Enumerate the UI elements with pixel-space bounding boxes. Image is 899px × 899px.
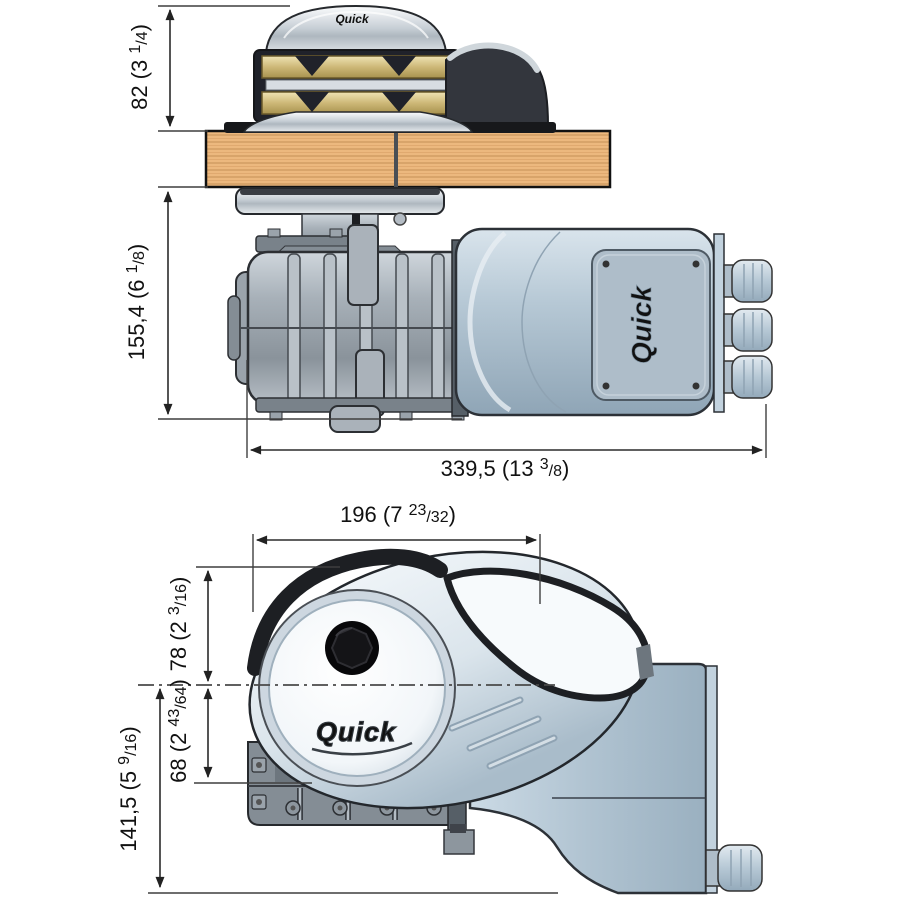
front-cable-gland [705,844,763,892]
rubber-rim [247,548,448,676]
speed-grooves [448,696,558,770]
dim-overall-height: 141,5 (5 9/16) [116,726,141,851]
cable-gland-top [723,259,773,303]
dim-overall-length: 339,5 (13 3/8) [441,456,570,481]
dim-height-below-deck: 155,4 (6 1/8) [124,244,149,360]
svg-text:Quick: Quick [316,717,397,747]
side-view: Quick [124,4,773,481]
cable-gland-middle [723,308,773,352]
gearbox [227,224,481,433]
control-cover [445,42,550,127]
visor-tab [636,644,654,680]
deck [204,129,612,189]
motor-box: Quick [454,227,725,417]
side-view-dimensions: 82 (3 1/4) 155,4 (6 1/8) 339,5 (13 3/8) [124,5,767,481]
base-plate [224,111,556,133]
cable-gland-bottom [723,355,773,399]
dim-below-centerline: 68 (2 43/64) [166,679,191,783]
housing-shell: Quick [247,548,654,810]
clutch-socket [325,621,379,675]
dim-width: 196 (7 23/32) [340,502,456,527]
dim-above-centerline: 78 (2 3/16) [166,577,191,672]
front-view-dimensions: 196 (7 23/32) 78 (2 3/16) 68 (2 43/64) 1… [116,502,558,894]
chainwheel-cap: Quick [265,4,447,57]
front-view: Quick 196 (7 23/32) 78 (2 3/16) [116,502,763,895]
dim-height-above-deck: 82 (3 1/4) [127,24,152,110]
brand-logo-motor: Quick [626,285,657,364]
brand-logo-front: Quick [311,716,413,756]
chainpipe-visor [443,567,651,702]
gypsy-disc [268,599,446,777]
brand-logo-cap: Quick [335,12,370,26]
